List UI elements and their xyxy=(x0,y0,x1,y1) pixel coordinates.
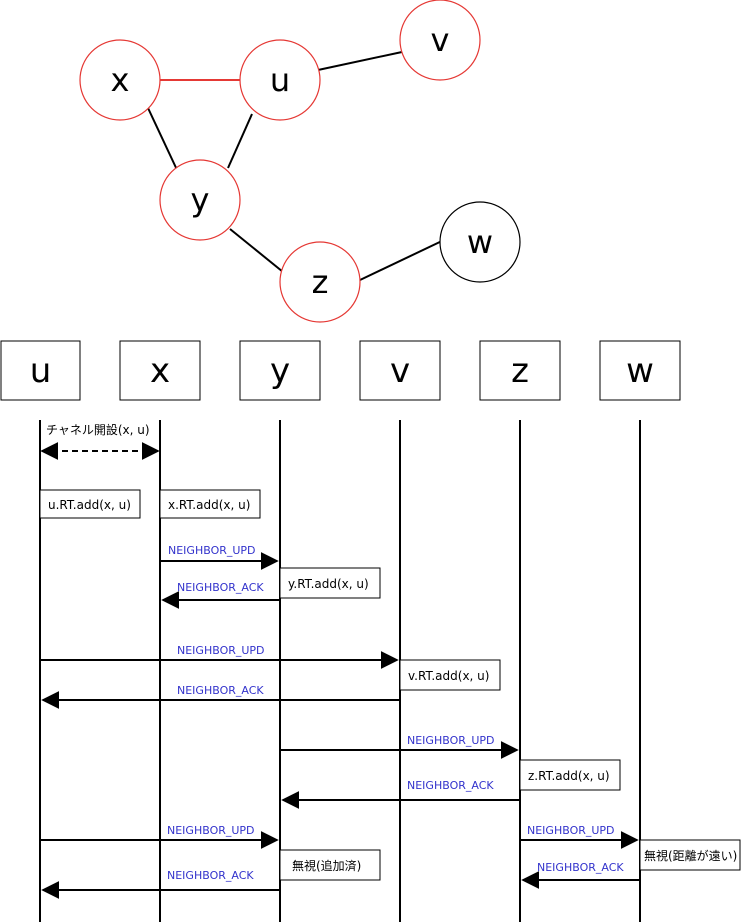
graph-node-label: x xyxy=(111,61,130,99)
message-v-to-u: NEIGHBOR_ACK xyxy=(41,684,400,709)
note-text: v.RT.add(x, u) xyxy=(408,669,489,683)
note-x-rt-add: x.RT.add(x, u) xyxy=(159,489,261,519)
lane-label: w xyxy=(626,351,654,391)
graph-node-v: v xyxy=(399,0,481,81)
lane-label: y xyxy=(270,351,290,391)
graph-node-label: w xyxy=(467,223,493,261)
lane-label: x xyxy=(150,351,170,391)
note-text: u.RT.add(x, u) xyxy=(48,498,131,512)
lane-z: z xyxy=(479,340,561,922)
lane-w: w xyxy=(599,340,681,922)
lane-x: x xyxy=(119,340,201,922)
note-z-rt-add: z.RT.add(x, u) xyxy=(519,759,621,791)
lane-label: v xyxy=(390,351,410,391)
message-y-to-u: NEIGHBOR_ACK xyxy=(41,869,280,899)
lane-v: v xyxy=(359,340,441,922)
edge-y-z xyxy=(229,228,289,277)
network-graph: x u v y z w xyxy=(79,0,521,323)
graph-node-x: x xyxy=(79,39,161,121)
message-label: NEIGHBOR_UPD xyxy=(167,824,255,837)
note-u-rt-add: u.RT.add(x, u) xyxy=(39,489,141,519)
note-y-rt-add: y.RT.add(x, u) xyxy=(279,567,381,599)
graph-node-label: v xyxy=(431,21,450,59)
message-label: NEIGHBOR_UPD xyxy=(407,734,495,747)
message-x-to-y: NEIGHBOR_UPD xyxy=(160,544,279,570)
note-text: z.RT.add(x, u) xyxy=(528,769,610,783)
message-label: NEIGHBOR_ACK xyxy=(407,779,494,792)
graph-node-label: u xyxy=(270,61,290,99)
message-u-to-v: NEIGHBOR_UPD xyxy=(40,644,399,669)
message-label: NEIGHBOR_ACK xyxy=(177,581,264,594)
edge-z-w xyxy=(359,239,445,281)
message-label: NEIGHBOR_ACK xyxy=(177,684,264,697)
graph-node-w: w xyxy=(439,201,521,283)
graph-node-label: y xyxy=(191,181,210,219)
message-label: NEIGHBOR_UPD xyxy=(168,544,256,557)
message-w-to-z: NEIGHBOR_ACK xyxy=(521,861,640,889)
message-u-to-y: NEIGHBOR_UPD xyxy=(40,824,279,849)
graph-node-z: z xyxy=(279,241,361,323)
lane-y: y xyxy=(239,340,321,922)
graph-node-label: z xyxy=(312,263,329,301)
note-text: x.RT.add(x, u) xyxy=(168,498,250,512)
messages: NEIGHBOR_UPD NEIGHBOR_ACK NEIGHBOR_UPD N… xyxy=(40,544,640,899)
message-label: NEIGHBOR_ACK xyxy=(537,861,624,874)
channel-open: チャネル開設(x, u) xyxy=(40,422,160,460)
note-y-ignore: 無視(追加済) xyxy=(279,849,381,881)
message-label: NEIGHBOR_UPD xyxy=(527,824,615,837)
graph-node-y: y xyxy=(159,159,241,241)
note-text: 無視(追加済) xyxy=(292,858,361,873)
edge-u-y xyxy=(227,113,253,169)
note-v-rt-add: v.RT.add(x, u) xyxy=(399,659,501,691)
note-text: 無視(距離が遠い) xyxy=(644,848,737,863)
message-label: NEIGHBOR_UPD xyxy=(177,644,265,657)
message-y-to-z: NEIGHBOR_UPD xyxy=(280,734,519,759)
lane-label: u xyxy=(30,351,52,391)
edge-u-v xyxy=(317,51,403,71)
graph-node-u: u xyxy=(239,39,321,121)
lifelines: u x y v z w xyxy=(0,340,681,922)
message-y-to-x: NEIGHBOR_ACK xyxy=(161,581,280,609)
lane-label: z xyxy=(511,351,529,391)
notes: u.RT.add(x, u) x.RT.add(x, u) y.RT.add(x… xyxy=(39,489,741,881)
note-text: y.RT.add(x, u) xyxy=(288,577,369,591)
note-w-ignore: 無視(距離が遠い) xyxy=(639,839,741,871)
channel-open-label: チャネル開設(x, u) xyxy=(46,422,150,437)
edge-x-y xyxy=(147,107,179,173)
message-z-to-w: NEIGHBOR_UPD xyxy=(520,824,639,849)
message-label: NEIGHBOR_ACK xyxy=(167,869,254,882)
message-z-to-y: NEIGHBOR_ACK xyxy=(281,779,520,809)
